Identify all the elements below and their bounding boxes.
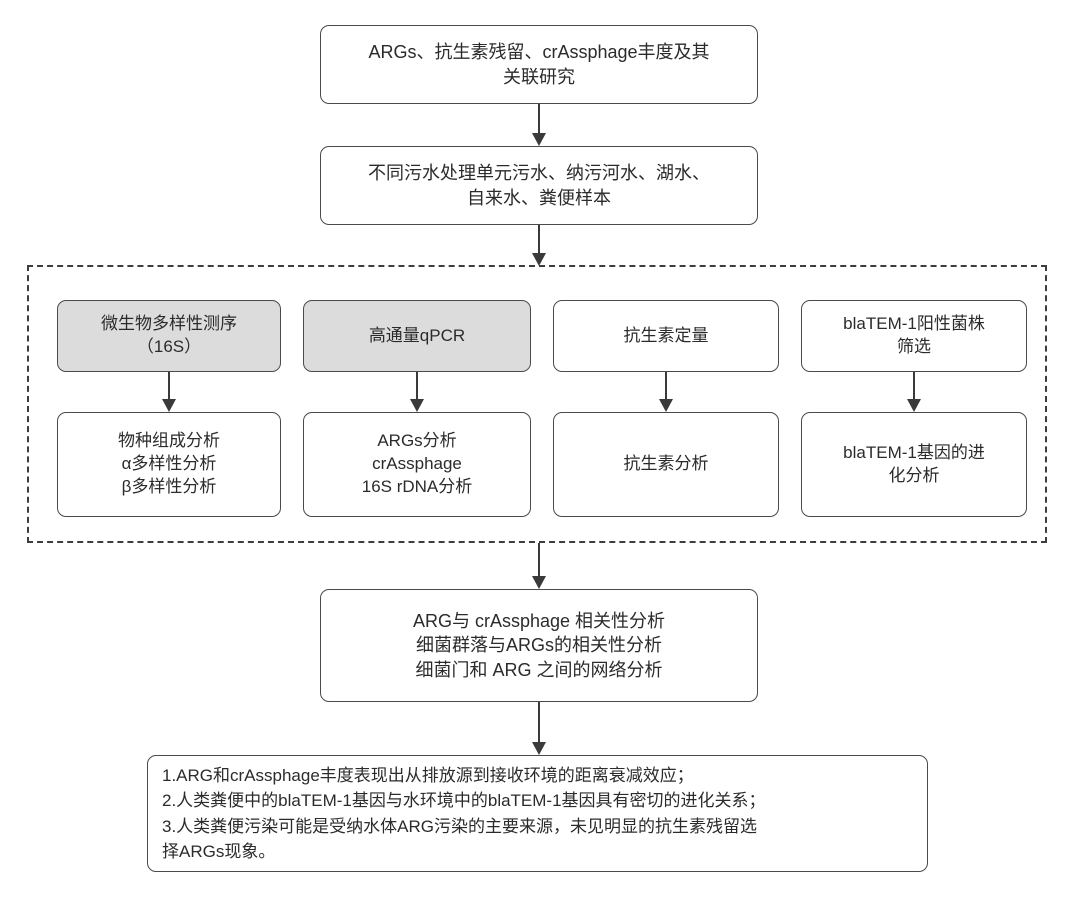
- node-method-hts-qpcr: 高通量qPCR: [303, 300, 531, 372]
- connector-methods-to-correlation: [524, 543, 554, 589]
- node-method-antibiotic-quantification: 抗生素定量: [553, 300, 779, 372]
- connector-method4-to-analysis4: [899, 372, 929, 412]
- connector-samples-to-methods: [524, 225, 554, 266]
- arrowhead-icon: [907, 399, 921, 412]
- arrowhead-icon: [410, 399, 424, 412]
- methods-analysis-region: [27, 265, 1047, 543]
- connector-method2-to-analysis2: [402, 372, 432, 412]
- connector-stem: [537, 104, 541, 133]
- node-conclusions: 1.ARG和crAssphage丰度表现出从排放源到接收环境的距离衰减效应； 2…: [147, 755, 928, 872]
- connector-stem: [664, 372, 668, 399]
- node-study-topic: ARGs、抗生素残留、crAssphage丰度及其 关联研究: [320, 25, 758, 104]
- connector-stem: [415, 372, 419, 399]
- arrowhead-icon: [162, 399, 176, 412]
- node-analysis-antibiotics: 抗生素分析: [553, 412, 779, 517]
- connector-method3-to-analysis3: [651, 372, 681, 412]
- connector-stem: [537, 543, 541, 576]
- node-method-blatem1-strain-screening: blaTEM-1阳性菌株 筛选: [801, 300, 1027, 372]
- connector-stem: [167, 372, 171, 399]
- connector-stem: [912, 372, 916, 399]
- arrowhead-icon: [532, 253, 546, 266]
- arrowhead-icon: [532, 576, 546, 589]
- arrowhead-icon: [659, 399, 673, 412]
- node-samples: 不同污水处理单元污水、纳污河水、湖水、 自来水、粪便样本: [320, 146, 758, 225]
- connector-stem: [537, 702, 541, 742]
- connector-stem: [537, 225, 541, 253]
- connector-topic-to-samples: [524, 104, 554, 146]
- connector-correlation-to-conclusions: [524, 702, 554, 755]
- node-method-microbial-sequencing: 微生物多样性测序 （16S）: [57, 300, 281, 372]
- arrowhead-icon: [532, 742, 546, 755]
- node-analysis-blatem1-evolution: blaTEM-1基因的进 化分析: [801, 412, 1027, 517]
- node-correlation-analyses: ARG与 crAssphage 相关性分析 细菌群落与ARGs的相关性分析 细菌…: [320, 589, 758, 702]
- arrowhead-icon: [532, 133, 546, 146]
- connector-method1-to-analysis1: [154, 372, 184, 412]
- node-analysis-args: ARGs分析 crAssphage 16S rDNA分析: [303, 412, 531, 517]
- node-analysis-community-composition: 物种组成分析 α多样性分析 β多样性分析: [57, 412, 281, 517]
